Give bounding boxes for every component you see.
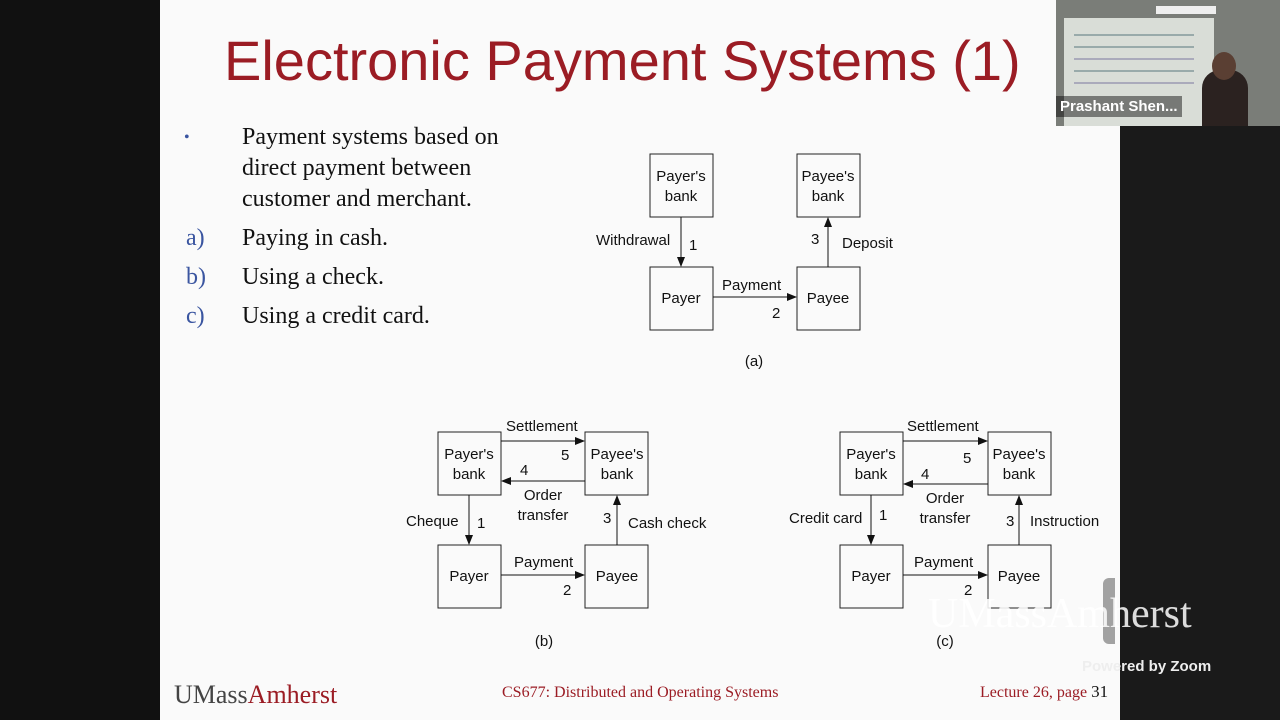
- bullet-text: Using a check.: [242, 264, 384, 290]
- payer-bank-label: bank: [665, 188, 698, 205]
- order-transfer-label: Order: [926, 490, 964, 507]
- payment-diagrams: Payer's bank Payee's bank Payer Payee Wi…: [406, 153, 1099, 650]
- withdrawal-label: Withdrawal: [596, 232, 670, 249]
- ceiling-light: [1156, 6, 1216, 14]
- order-transfer-label: transfer: [518, 507, 569, 524]
- step-number: 5: [561, 447, 569, 464]
- payer-bank-box: [649, 153, 714, 218]
- payee-bank-box: [796, 153, 861, 218]
- payer-box: [437, 544, 502, 609]
- step-number: 1: [477, 515, 485, 532]
- bullet-marker: b): [186, 264, 206, 290]
- bullet-text: Payment systems based on direct payment …: [242, 124, 499, 212]
- payer-bank-label: bank: [855, 466, 888, 483]
- payee-bank-label: bank: [812, 188, 845, 205]
- payer-label: Payer: [449, 568, 488, 585]
- diagram-b: Payer's bank Payee's bank Payer Payee Se…: [406, 418, 707, 650]
- settlement-label: Settlement: [907, 418, 980, 435]
- payer-bank-label: Payer's: [656, 168, 706, 185]
- step-number: 5: [963, 450, 971, 467]
- logo-amherst: Amherst: [247, 680, 338, 709]
- step-number: 3: [811, 231, 819, 248]
- step-number: 2: [772, 305, 780, 322]
- step-number: 4: [520, 462, 528, 479]
- settlement-label: Settlement: [506, 418, 579, 435]
- bullet-item: a) Paying in cash.: [180, 223, 530, 254]
- bullet-item: b) Using a check.: [180, 262, 530, 293]
- step-number: 1: [689, 237, 697, 254]
- bullet-item: • Payment systems based on direct paymen…: [180, 122, 530, 215]
- diagram-a: Payer's bank Payee's bank Payer Payee Wi…: [596, 153, 894, 370]
- payee-label: Payee: [807, 290, 850, 307]
- bullet-text: Paying in cash.: [242, 225, 388, 251]
- step-number: 1: [879, 507, 887, 524]
- course-title: CS677: Distributed and Operating Systems: [502, 684, 779, 701]
- cash-check-label: Cash check: [628, 515, 707, 532]
- step-number: 2: [964, 582, 972, 599]
- bullet-item: c) Using a credit card.: [180, 301, 530, 332]
- diagram-caption: (b): [535, 633, 553, 650]
- diagram-caption: (a): [745, 353, 763, 370]
- whiteboard-writing: [1074, 34, 1194, 36]
- payee-bank-label: bank: [601, 466, 634, 483]
- step-number: 4: [921, 466, 929, 483]
- diagram-c: Payer's bank Payee's bank Payer Payee Se…: [789, 418, 1099, 650]
- payee-label: Payee: [998, 568, 1041, 585]
- slide-title: Electronic Payment Systems (1): [224, 29, 1021, 92]
- speaker-head: [1212, 52, 1236, 80]
- participant-name: Prashant Shen...: [1056, 96, 1182, 117]
- powered-by-zoom: Powered by Zoom: [1082, 658, 1212, 675]
- payer-bank-box: [839, 431, 904, 496]
- bullet-text: Using a credit card.: [242, 303, 430, 329]
- payer-bank-box: [437, 431, 502, 496]
- payee-label: Payee: [596, 568, 639, 585]
- instruction-label: Instruction: [1030, 513, 1099, 530]
- payee-bank-box: [584, 431, 649, 496]
- umass-logo: UMassAmherst: [174, 680, 337, 710]
- participant-video[interactable]: [1056, 0, 1280, 126]
- credit-card-label: Credit card: [789, 510, 862, 527]
- logo-umass: UMass: [174, 680, 248, 709]
- payee-bank-label: Payee's: [591, 446, 644, 463]
- lecture-page: Lecture 26, page 31: [980, 682, 1108, 702]
- bullet-marker: c): [186, 303, 205, 329]
- bullet-list: • Payment systems based on direct paymen…: [180, 122, 530, 340]
- bullet-marker: a): [186, 225, 205, 251]
- step-number: 3: [603, 510, 611, 527]
- payer-label: Payer: [661, 290, 700, 307]
- diagram-caption: (c): [936, 633, 954, 650]
- payer-label: Payer: [851, 568, 890, 585]
- watermark-logo: UMassAmherst: [928, 591, 1192, 637]
- slide: Electronic Payment Systems (1) • Payment…: [160, 0, 1120, 720]
- payment-label: Payment: [722, 277, 782, 294]
- step-number: 3: [1006, 513, 1014, 530]
- lecture-label: Lecture 26, page: [980, 684, 1088, 701]
- payer-bank-label: bank: [453, 466, 486, 483]
- deposit-label: Deposit: [842, 235, 894, 252]
- order-transfer-label: Order: [524, 487, 562, 504]
- payment-label: Payment: [514, 554, 574, 571]
- payee-bank-label: Payee's: [802, 168, 855, 185]
- payer-bank-label: Payer's: [444, 446, 494, 463]
- payer-bank-label: Payer's: [846, 446, 896, 463]
- step-number: 2: [563, 582, 571, 599]
- payee-bank-label: bank: [1003, 466, 1036, 483]
- overlay-panel-handle[interactable]: [1103, 578, 1115, 644]
- order-transfer-label: transfer: [920, 510, 971, 527]
- payer-box: [839, 544, 904, 609]
- page-number: 31: [1091, 682, 1109, 701]
- whiteboard: [1064, 18, 1214, 126]
- payer-box: [649, 266, 714, 331]
- payee-bank-box: [987, 431, 1052, 496]
- payee-bank-label: Payee's: [993, 446, 1046, 463]
- bullet-marker: •: [184, 129, 190, 146]
- payment-label: Payment: [914, 554, 974, 571]
- left-letterbox: [0, 0, 160, 720]
- cheque-label: Cheque: [406, 513, 459, 530]
